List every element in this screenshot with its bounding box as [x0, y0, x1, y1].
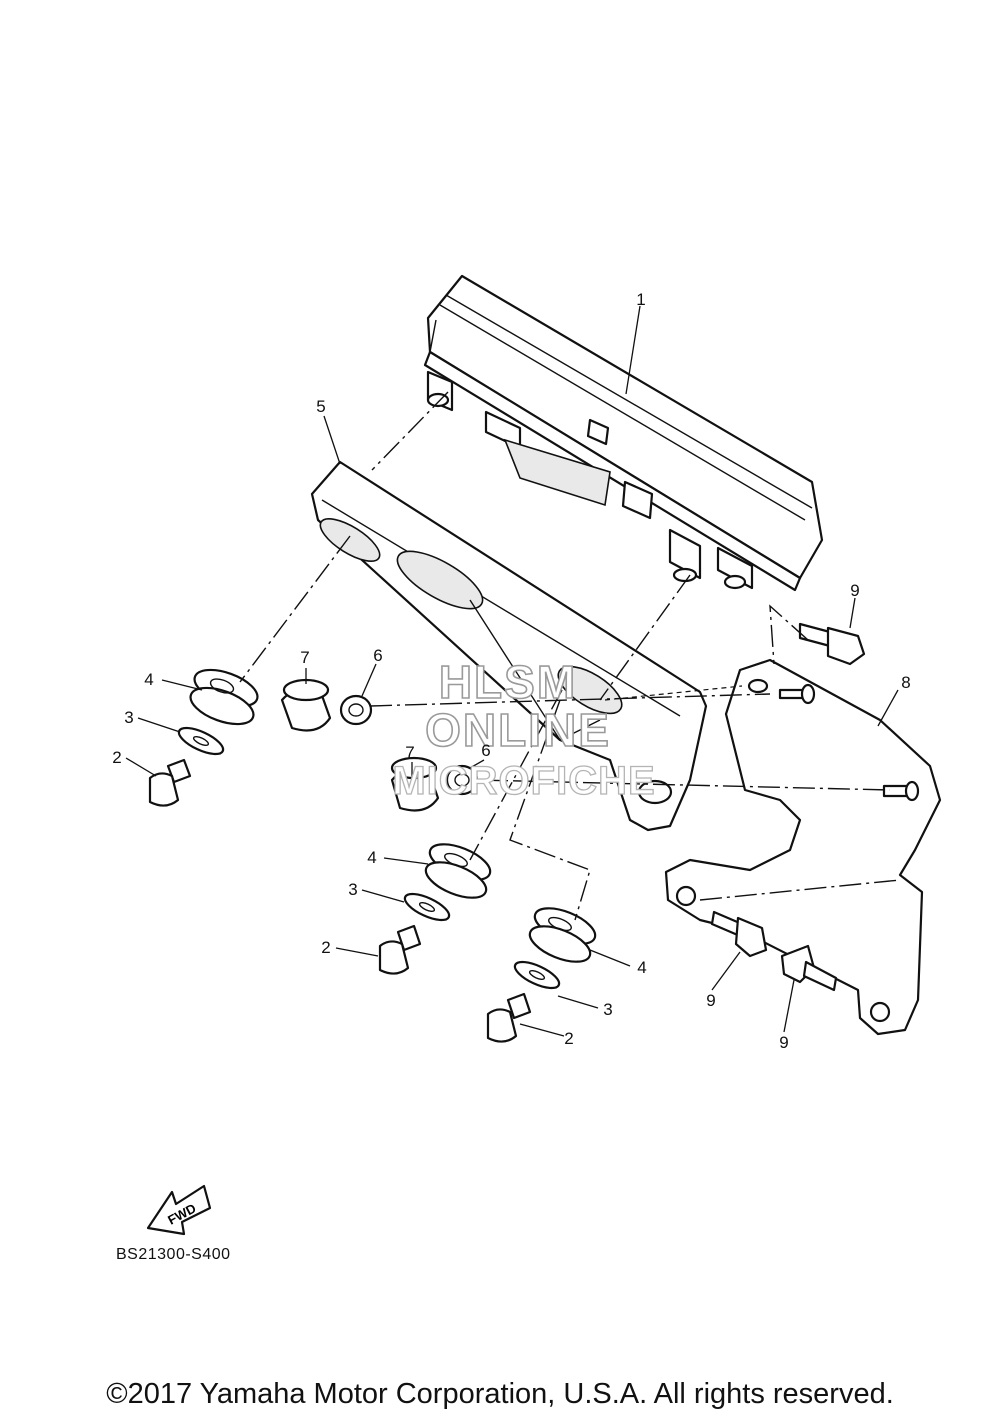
washer-middle [403, 892, 451, 922]
callout-9-lower-right: 9 [779, 1033, 788, 1052]
meter-stay [664, 658, 942, 1036]
grommet-middle [424, 843, 492, 899]
callout-2-left: 2 [112, 748, 121, 767]
bolt-upper [798, 622, 866, 666]
grommet-left [189, 668, 259, 726]
watermark-line-3: MICROFICHE [392, 759, 655, 803]
callout-3-middle: 3 [348, 880, 357, 899]
watermark: HLSM ONLINE MICROFICHE [392, 655, 656, 803]
assembly-lines [239, 391, 901, 921]
callout-4-left: 4 [144, 670, 153, 689]
cap-lower [390, 756, 440, 812]
fwd-direction-arrow: FWD [146, 1184, 212, 1236]
watermark-line-2: ONLINE [425, 704, 611, 756]
callout-6-upper: 6 [373, 646, 382, 665]
reference-code: BS21300-S400 [116, 1246, 231, 1263]
callout-2-middle: 2 [321, 938, 330, 957]
callout-8: 8 [901, 673, 910, 692]
meter-assembly [423, 274, 824, 592]
callout-4-middle: 4 [367, 848, 376, 867]
washer-left [177, 726, 225, 756]
callout-7-lower: 7 [405, 743, 414, 762]
callout-7-upper: 7 [300, 648, 309, 667]
collar-lower [445, 764, 479, 796]
watermark-line-1: HLSM [439, 656, 577, 708]
copyright-notice: ©2017 Yamaha Motor Corporation, U.S.A. A… [106, 1378, 894, 1410]
callout-6-lower: 6 [481, 741, 490, 760]
leader-lines [125, 305, 899, 1037]
screw-right [486, 992, 532, 1043]
washer-right [513, 960, 561, 990]
grommet-right [528, 907, 597, 963]
cap-upper [280, 678, 332, 732]
collar-upper [339, 694, 373, 726]
callout-numbers: 1 5 9 8 4 3 2 7 6 7 6 4 3 2 4 3 2 9 9 [112, 290, 910, 1052]
screw-left [148, 758, 192, 807]
callout-9-lower-left: 9 [706, 991, 715, 1010]
callout-1: 1 [636, 290, 645, 309]
bolt-lower-right [780, 944, 838, 992]
screw-middle [378, 924, 422, 975]
meter-bracket [310, 460, 708, 832]
bolt-lower-left [710, 910, 768, 958]
callout-5: 5 [316, 397, 325, 416]
callout-2-right: 2 [564, 1029, 573, 1048]
callout-9-upper: 9 [850, 581, 859, 600]
callout-3-right: 3 [603, 1000, 612, 1019]
callout-3-left: 3 [124, 708, 133, 727]
callout-4-right: 4 [637, 958, 646, 977]
